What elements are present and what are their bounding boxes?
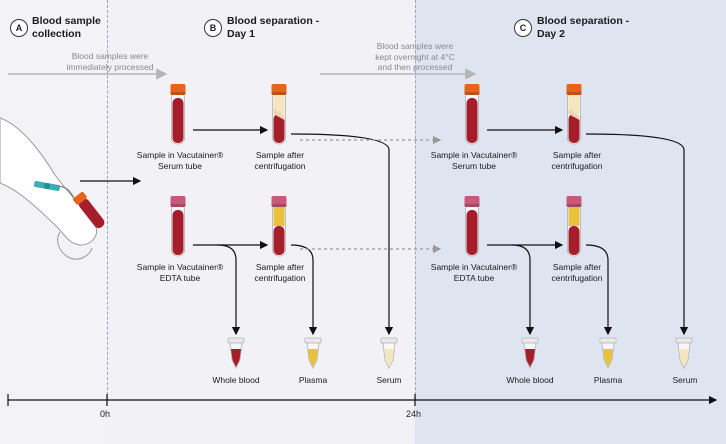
day2-serum-arrow <box>585 133 689 336</box>
day2-plasma-arrow <box>585 244 613 336</box>
label-day1-serum: Serum <box>376 375 402 385</box>
label-day2-serum-tube: Sample in Vacutainer® Serum tube <box>430 150 518 171</box>
day2-serum-vial-icon <box>675 337 693 369</box>
label-day2-edta-centrifuged: Sample after centrifugation <box>551 262 603 283</box>
day1-plasma-arrow <box>290 244 318 336</box>
label-day2-serum: Serum <box>672 375 698 385</box>
timeline-label-24h: 24h <box>406 409 422 419</box>
label-day2-edta-tube: Sample in Vacutainer® EDTA tube <box>430 262 518 283</box>
day1-whole-blood-vial-icon <box>227 337 245 369</box>
day2-serum-centrifuged-tube-icon <box>566 84 582 145</box>
label-day2-whole-blood: Whole blood <box>506 375 554 385</box>
label-day2-serum-centrifuged: Sample after centrifugation <box>551 150 603 171</box>
label-day2-plasma: Plasma <box>593 375 623 385</box>
day1-serum-tube-icon <box>170 84 186 145</box>
section-b-title: Blood separation - Day 1 <box>227 15 320 40</box>
section-a-badge: A <box>10 19 28 37</box>
timeline-label-0h: 0h <box>100 409 111 419</box>
divider-24h <box>415 0 416 400</box>
day1-plasma-vial-icon <box>304 337 322 369</box>
section-c-badge: C <box>514 19 532 37</box>
day2-plasma-vial-icon <box>599 337 617 369</box>
label-day1-serum-tube: Sample in Vacutainer® Serum tube <box>136 150 224 171</box>
day2-serum-tube-icon <box>464 84 480 145</box>
day2-edta-centrifuged-tube-icon <box>566 196 582 257</box>
divider-0h <box>107 0 108 400</box>
section-b-badge: B <box>204 19 222 37</box>
note-immediate: Blood samples were immediately processed <box>66 51 154 72</box>
day1-edta-tube-icon <box>170 196 186 257</box>
day2-edta-tube-icon <box>464 196 480 257</box>
section-a-title: Blood sample collection <box>32 15 101 40</box>
day1-serum-centrifuged-tube-icon <box>271 84 287 145</box>
label-day1-edta-centrifuged: Sample after centrifugation <box>254 262 306 283</box>
day2-whole-blood-arrow <box>511 244 535 336</box>
day2-whole-blood-vial-icon <box>521 337 539 369</box>
label-day1-whole-blood: Whole blood <box>212 375 260 385</box>
label-day1-serum-centrifuged: Sample after centrifugation <box>254 150 306 171</box>
arm-blood-draw-icon <box>0 117 105 260</box>
label-day1-plasma: Plasma <box>298 375 328 385</box>
day1-edta-centrifuged-tube-icon <box>271 196 287 257</box>
note-overnight: Blood samples were kept overnight at 4°C… <box>375 41 455 72</box>
day1-whole-blood-arrow <box>217 244 241 336</box>
day1-serum-arrow <box>290 133 394 336</box>
day1-serum-vial-icon <box>380 337 398 369</box>
label-day1-edta-tube: Sample in Vacutainer® EDTA tube <box>136 262 224 283</box>
section-c-title: Blood separation - Day 2 <box>537 15 630 40</box>
